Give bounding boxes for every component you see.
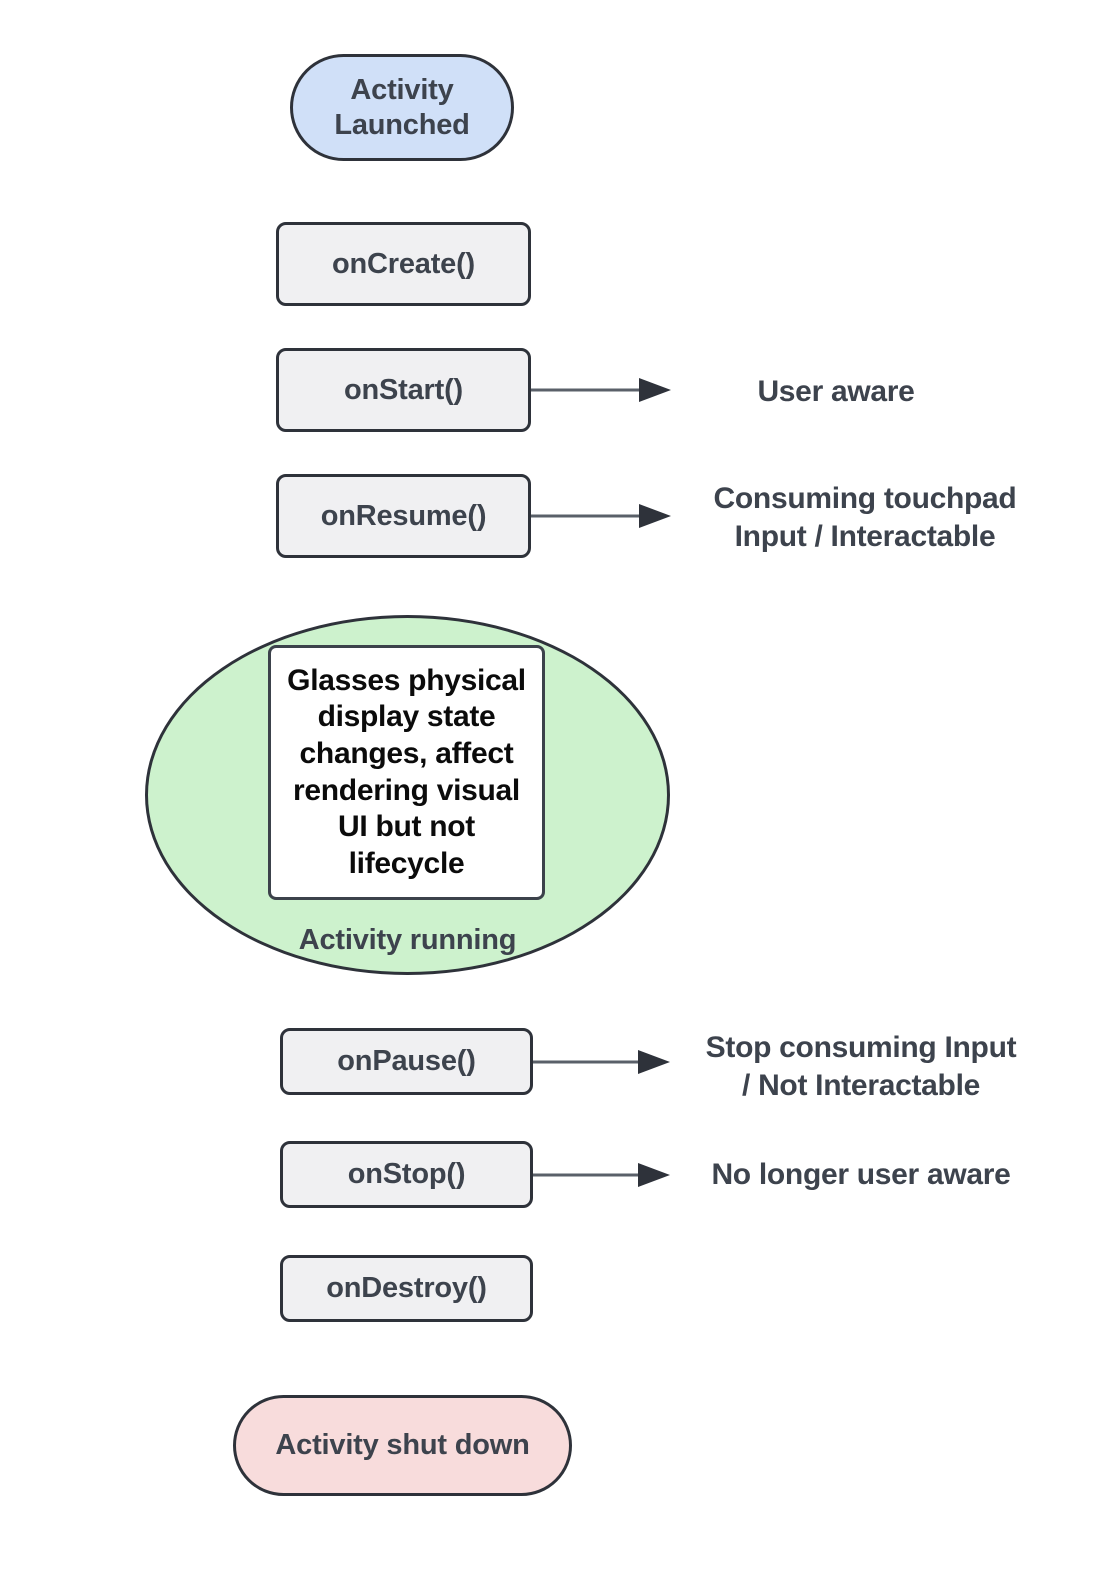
arrow-on-stop-to-no-longer-aware xyxy=(533,1160,670,1190)
node-activity-shut-down-label: Activity shut down xyxy=(275,1429,530,1462)
node-activity-shut-down[interactable]: Activity shut down xyxy=(233,1395,572,1496)
node-on-pause-label: onPause() xyxy=(337,1045,476,1078)
arrow-on-pause-to-stop-consuming xyxy=(533,1047,670,1077)
arrow-on-start-to-user-aware xyxy=(531,375,671,405)
node-on-resume-label: onResume() xyxy=(320,499,487,532)
node-on-start[interactable]: onStart() xyxy=(276,348,531,432)
node-on-pause[interactable]: onPause() xyxy=(280,1028,533,1095)
node-on-destroy-label: onDestroy() xyxy=(326,1272,487,1305)
node-on-create-label: onCreate() xyxy=(331,247,475,280)
annotation-stop-consuming-input: Stop consuming Input / Not Interactable xyxy=(705,1031,1017,1102)
annotation-user-aware: User aware xyxy=(757,375,915,408)
annotation-consuming-touchpad-input: Consuming touchpad Input / Interactable xyxy=(713,482,1017,553)
node-on-stop[interactable]: onStop() xyxy=(280,1141,533,1208)
arrow-on-resume-to-consuming-input xyxy=(531,501,671,531)
node-activity-running-label: Activity running xyxy=(298,924,517,956)
node-activity-launched[interactable]: Activity Launched xyxy=(290,54,514,161)
node-on-start-label: onStart() xyxy=(343,373,463,406)
note-glasses-display-state: Glasses physical display state changes, … xyxy=(268,645,545,900)
annotation-no-longer-user-aware: No longer user aware xyxy=(711,1158,1011,1191)
node-on-resume[interactable]: onResume() xyxy=(276,474,531,558)
node-activity-launched-label: Activity Launched xyxy=(334,74,470,141)
node-on-create[interactable]: onCreate() xyxy=(276,222,531,306)
node-on-stop-label: onStop() xyxy=(347,1158,466,1191)
node-on-destroy[interactable]: onDestroy() xyxy=(280,1255,533,1322)
